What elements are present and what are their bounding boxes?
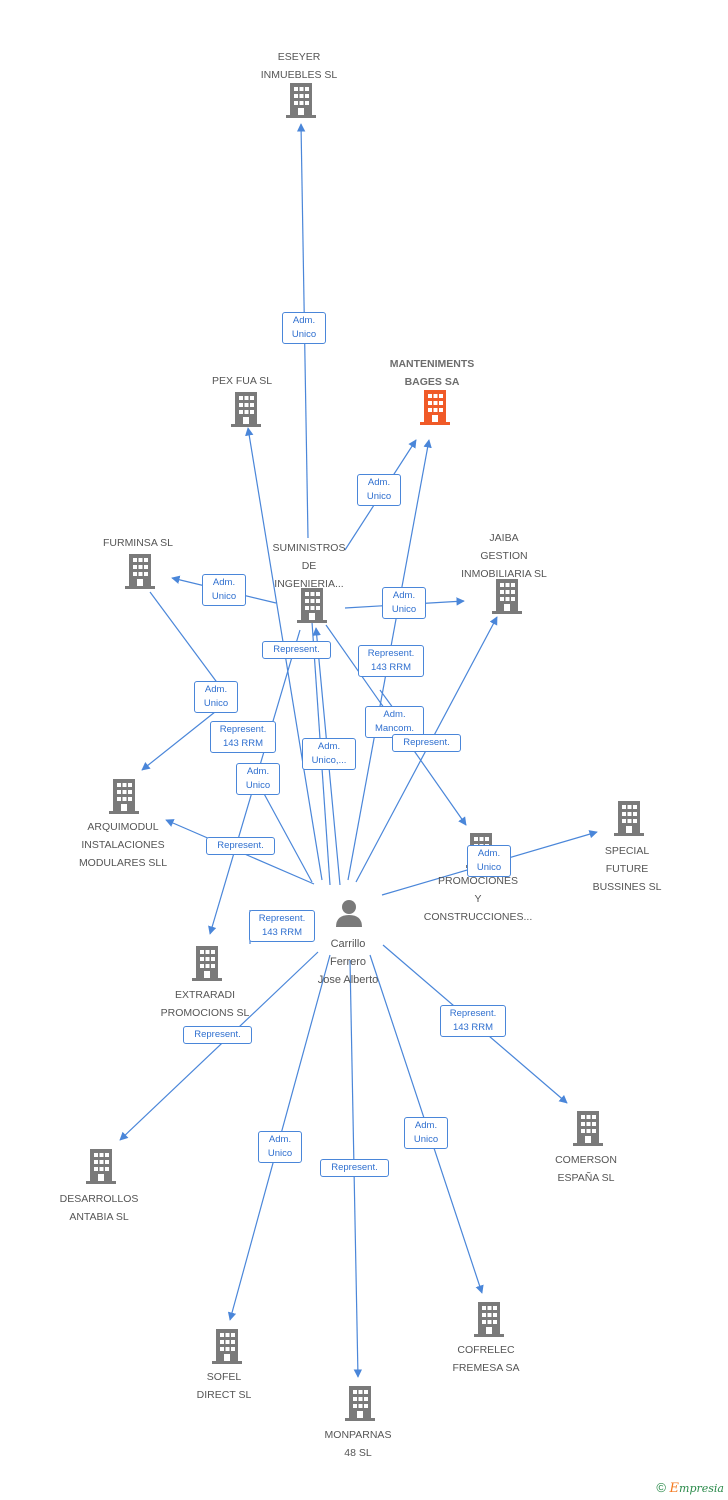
edge-person-desarrollos <box>119 951 319 1141</box>
edge-label-rep-suministros[interactable]: Represent. <box>262 641 331 659</box>
person-icon[interactable] <box>336 900 362 927</box>
node-special-label[interactable]: SPECIAL FUTURE BUSSINES SL <box>592 845 662 893</box>
edge-label-adm-sofel[interactable]: Adm. Unico <box>258 1131 302 1163</box>
building-icon-furminsa[interactable] <box>125 554 155 589</box>
edge-label-adm-jaiba[interactable]: Adm. Unico <box>382 587 426 619</box>
building-icon-comerson[interactable] <box>573 1111 603 1146</box>
edge-label-adm-pexfua[interactable]: Adm. Unico <box>236 763 280 795</box>
edge-label-rep143-comerson[interactable]: Represent. 143 RRM <box>440 1005 506 1037</box>
node-sofel-label[interactable]: SOFEL DIRECT SL <box>196 1371 252 1401</box>
edge-label-adm-eseyer[interactable]: Adm. Unico <box>282 312 326 344</box>
empresia-watermark: © Empresia <box>656 1480 724 1496</box>
building-icon-extraradi[interactable] <box>192 946 222 981</box>
building-icon-pexfua[interactable] <box>231 392 261 427</box>
node-arquimodul-label[interactable]: ARQUIMODUL INSTALACIONES MODULARES SLL <box>78 821 168 869</box>
edge-label-rep-monparnas[interactable]: Represent. <box>320 1159 389 1177</box>
edge-label-rep-desarrollos[interactable]: Represent. <box>183 1026 252 1044</box>
edge-label-rep-promociones[interactable]: Represent. <box>392 734 461 752</box>
node-extraradi-label[interactable]: EXTRARADI PROMOCIONS SL <box>160 989 250 1019</box>
node-eseyer-label[interactable]: ESEYER INMUEBLES SL <box>260 51 338 81</box>
node-furminsa-label[interactable]: FURMINSA SL <box>102 537 173 549</box>
node-manteniments-label[interactable]: MANTENIMENTS BAGES SA <box>389 358 475 388</box>
node-cofrelec-label[interactable]: COFRELEC FREMESA SA <box>452 1344 520 1374</box>
building-icon-special[interactable] <box>614 801 644 836</box>
edge-label-adm-special[interactable]: Adm. Unico <box>467 845 511 877</box>
building-icon-monparnas[interactable] <box>345 1386 375 1421</box>
edge-label-rep143-a[interactable]: Represent. 143 RRM <box>358 645 424 677</box>
node-monparnas-label[interactable]: MONPARNAS 48 SL <box>324 1429 392 1459</box>
building-icon-eseyer[interactable] <box>286 83 316 118</box>
node-pexfua-label[interactable]: PEX FUA SL <box>211 375 273 387</box>
node-jaiba-label[interactable]: JAIBA GESTION INMOBILIARIA SL <box>461 532 547 580</box>
edge-label-adm-arquimodul[interactable]: Adm. Unico <box>194 681 238 713</box>
edge-label-adm-unico-multi[interactable]: Adm. Unico,... <box>302 738 356 770</box>
building-icon-cofrelec[interactable] <box>474 1302 504 1337</box>
edge-label-adm-cofrelec[interactable]: Adm. Unico <box>404 1117 448 1149</box>
building-icon-desarrollos[interactable] <box>86 1149 116 1184</box>
building-icon-sofel[interactable] <box>212 1329 242 1364</box>
edge-label-rep143-b[interactable]: Represent. 143 RRM <box>210 721 276 753</box>
node-promociones-label[interactable]: PROMOCIONES Y CONSTRUCCIONES... <box>423 875 533 923</box>
node-person-label[interactable]: Carrillo Ferrero Jose Alberto <box>317 938 379 986</box>
edge-label-rep-arquimodul[interactable]: Represent. <box>206 837 275 855</box>
building-icon-manteniments[interactable] <box>420 390 450 425</box>
node-comerson-label[interactable]: COMERSON ESPAÑA SL <box>555 1154 617 1184</box>
node-suministros-label[interactable]: SUMINISTROS DE INGENIERIA... <box>272 542 346 590</box>
building-icon-suministros[interactable] <box>297 588 327 623</box>
building-icon-arquimodul[interactable] <box>109 779 139 814</box>
edge-label-adm-mancom[interactable]: Adm. Mancom. <box>365 706 424 738</box>
node-desarrollos-label[interactable]: DESARROLLOS ANTABIA SL <box>59 1193 139 1223</box>
edge-label-adm-furminsa[interactable]: Adm. Unico <box>202 574 246 606</box>
edge-label-adm-manteniments[interactable]: Adm. Unico <box>357 474 401 506</box>
edge-label-rep143-extraradi[interactable]: Represent. 143 RRM <box>249 910 315 942</box>
edge-person-extraradi-b <box>261 789 313 883</box>
building-icon-jaiba[interactable] <box>492 579 522 614</box>
